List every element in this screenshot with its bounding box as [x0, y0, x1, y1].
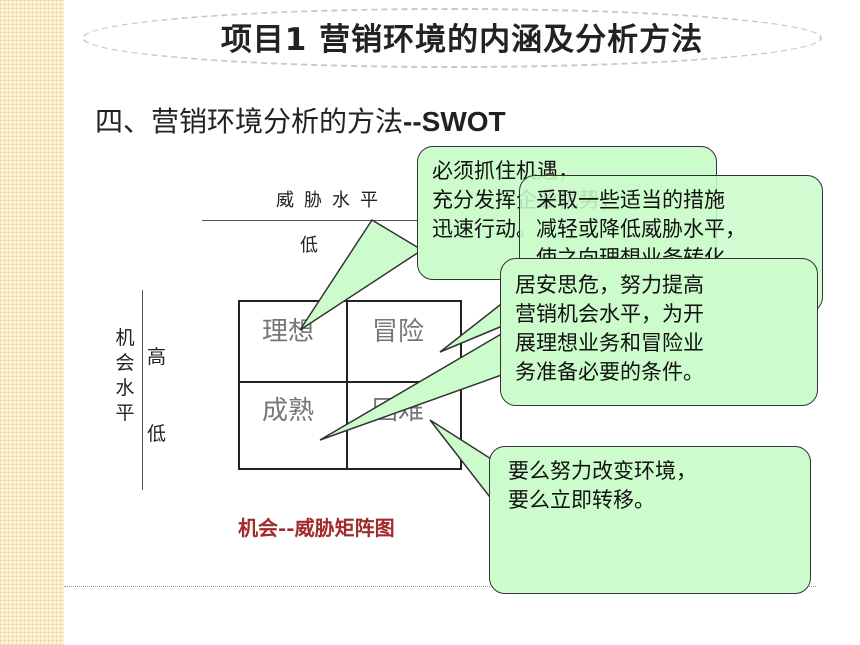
opportunity-high-label: 高: [147, 346, 167, 368]
threat-axis-rule: [202, 220, 432, 221]
section-heading-text: 四、营销环境分析的方法: [95, 105, 404, 138]
threat-low-label: 低: [300, 235, 318, 256]
callout-risk-line: 减轻或降低威胁水平，: [536, 217, 746, 241]
callout-difficult-line: 要么立即转移。: [508, 488, 655, 512]
callout-difficult-line: 要么努力改变环境，: [508, 459, 697, 483]
cell-risk: 冒险: [372, 317, 425, 347]
callout-mature-line: 居安思危，努力提高: [515, 273, 704, 297]
page-title: 项目1 营销环境的内涵及分析方法: [220, 22, 704, 58]
decorative-side-band: [0, 0, 64, 645]
opportunity-axis-label: 机会水平: [115, 327, 135, 424]
callout-mature-line: 展理想业务和冒险业: [515, 331, 704, 355]
cell-mature: 成熟: [262, 396, 315, 426]
callout-difficult: 要么努力改变环境， 要么立即转移。: [489, 446, 811, 594]
title-ellipse-decoration: [82, 8, 822, 68]
matrix-caption: 机会--威胁矩阵图: [238, 516, 395, 540]
callout-mature: 居安思危，努力提高 营销机会水平，为开 展理想业务和冒险业 务准备必要的条件。: [500, 258, 818, 406]
matrix-divider-vertical: [346, 300, 348, 470]
section-heading-swot: --SWOT: [403, 106, 506, 137]
opportunity-axis-rule: [142, 290, 143, 490]
callout-mature-line: 营销机会水平，为开: [515, 302, 704, 326]
pointer-ideal: [299, 218, 424, 331]
callout-mature-line: 务准备必要的条件。: [515, 360, 704, 384]
footer-divider: [64, 586, 816, 587]
threat-axis-label: 威胁水平: [276, 190, 388, 211]
section-heading: 四、营销环境分析的方法--SWOT: [95, 100, 506, 140]
opportunity-low-label: 低: [147, 423, 167, 445]
matrix-divider-horizontal: [238, 381, 462, 383]
pointer-mature: [319, 331, 511, 441]
callout-risk-line: 采取一些适当的措施: [536, 188, 725, 212]
